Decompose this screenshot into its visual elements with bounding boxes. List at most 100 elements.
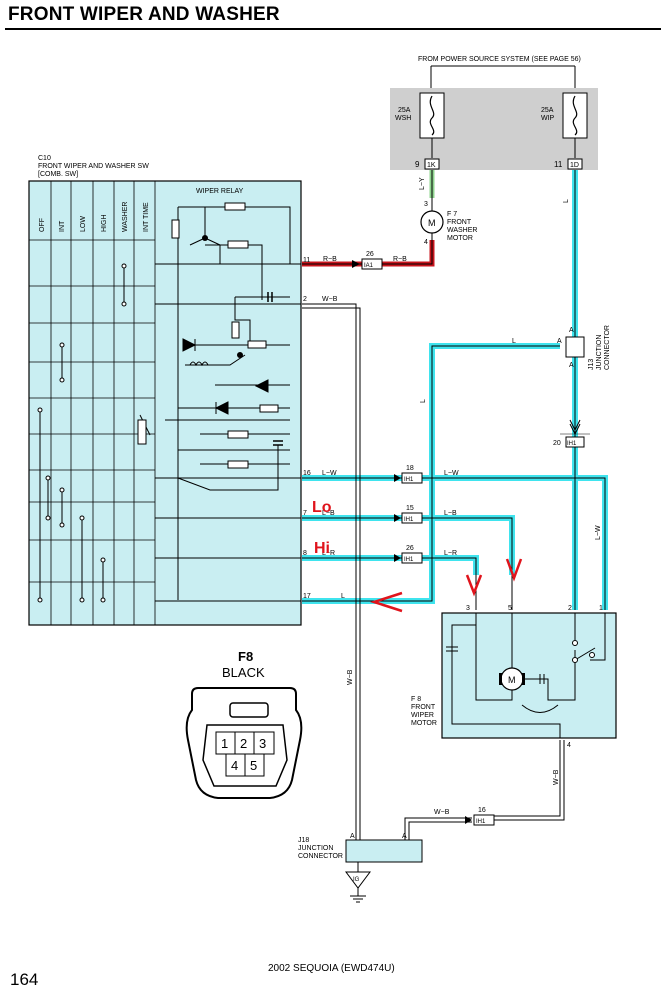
ih1-pin-18: 18: [406, 465, 414, 472]
wiper-motor-pin-3: 3: [466, 605, 470, 612]
wire-label-l-17: L: [341, 593, 345, 600]
j13-code: J13: [588, 359, 595, 370]
switch-name: FRONT WIPER AND WASHER SW: [38, 163, 149, 170]
j13-pin-top: A: [569, 327, 574, 334]
connector-latch: [229, 702, 269, 718]
relay-diode-2-icon: [214, 401, 229, 415]
switch-contact-points: [37, 263, 127, 603]
wiper-relay-label: WIPER RELAY: [196, 188, 244, 195]
ih1-pin-26: 26: [406, 545, 414, 552]
wiper-motor-pin-ground: 4: [567, 742, 571, 749]
ih1-pin-16: 16: [478, 807, 486, 814]
washer-motor-pin-bottom: 4: [424, 239, 428, 246]
ia1-pin: 26: [366, 251, 374, 258]
arrow-hi-icon: [465, 574, 483, 597]
washer-motor-code: F 7: [447, 211, 457, 218]
wiper-motor-line3: MOTOR: [411, 720, 437, 727]
switch-pin-7: 7: [303, 510, 307, 517]
j18-pin-1: A: [350, 833, 355, 840]
j18-line2: CONNECTOR: [298, 853, 343, 860]
switch-col-low: LOW: [80, 216, 87, 232]
wiper-motor-line1: FRONT: [411, 704, 436, 711]
switch-pin-16: 16: [303, 470, 311, 477]
relay-diode-3-icon: [254, 379, 269, 393]
connector-pin-5: 5: [250, 758, 257, 773]
switch-code: C10: [38, 155, 51, 162]
switch-col-off: OFF: [39, 218, 46, 232]
j18-line1: JUNCTION: [298, 845, 333, 852]
wire-label-l-main: L: [512, 338, 516, 345]
washer-motor-line2: WASHER: [447, 227, 477, 234]
wiper-motor-line2: WIPER: [411, 712, 434, 719]
j13-pin-bottom: A: [569, 362, 574, 369]
switch-col-high: HIGH: [101, 215, 108, 233]
fuse-wsh-pin: 9: [415, 160, 420, 169]
wiper-motor-pin-2: 2: [568, 605, 572, 612]
connector-pin-2: 2: [240, 736, 247, 751]
relay-coil-icon: [189, 361, 209, 367]
fuse-wip-name: WIP: [541, 115, 555, 122]
switch-pin-17: 17: [303, 593, 311, 600]
fuse-wsh-connector: 1K: [427, 162, 436, 169]
wire-label-wb-vertical: W−B: [347, 669, 354, 685]
switch-grid: [29, 181, 156, 625]
ih1-pin-20: 20: [553, 440, 561, 447]
wire-label-lr2: L−R: [444, 550, 457, 557]
washer-motor-line1: FRONT: [447, 219, 472, 226]
wire-label-lw2: L−W: [444, 470, 459, 477]
ih1-label-16: IH1: [476, 819, 486, 825]
ih1-label-15: IH1: [404, 517, 414, 523]
connector-view-title: F8: [238, 649, 253, 664]
j18-connector: [345, 839, 423, 863]
wire-label-rb1: R−B: [323, 256, 337, 263]
wire-label-wb-motor: W−B: [553, 769, 560, 785]
fuse-wip-element-icon: [572, 95, 578, 136]
wiper-motor-box: [441, 612, 617, 739]
ih1-label-20: IH1: [567, 441, 577, 447]
relay-resistors: [137, 202, 279, 469]
arrow-17-icon: [369, 591, 403, 613]
fuse-wip-pin: 11: [554, 160, 563, 169]
wire-label-lr1: L−R: [322, 550, 335, 557]
fuse-wip-rating: 25A: [541, 107, 554, 114]
washer-motor-pin-top: 3: [424, 201, 428, 208]
ground-icon: [345, 871, 371, 889]
ia1-label: IA1: [364, 263, 374, 269]
switch-pin-11: 11: [303, 257, 310, 264]
ih1-label-18: IH1: [404, 477, 414, 483]
j13-pin-left: A: [557, 338, 562, 345]
switch-col-washer: WASHER: [122, 202, 129, 232]
switch-pin-8: 8: [303, 550, 307, 557]
wire-label-lb1: L−B: [322, 510, 335, 517]
j13-line2: JUNCTION: [596, 335, 603, 370]
wiper-motor-symbol: M: [508, 675, 516, 685]
washer-motor-symbol: M: [428, 218, 436, 228]
j13-connector: [565, 336, 585, 358]
wire-label-l-top: L: [563, 199, 570, 203]
wire-label-l-vert: L: [420, 399, 427, 403]
fuse-wsh-element-icon: [429, 95, 435, 136]
wire-label-wb-bottom: W−B: [434, 809, 450, 816]
switch-sub: [COMB. SW]: [38, 171, 78, 178]
footer-model: 2002 SEQUOIA (EWD474U): [268, 963, 395, 974]
annotation-hi: Hi: [314, 540, 330, 557]
connector-view-color: BLACK: [222, 665, 265, 680]
j13-line3: CONNECTOR: [604, 325, 611, 370]
fuse-wip: [562, 92, 588, 139]
title-rule: [5, 28, 661, 30]
ih1-label-26: IH1: [404, 557, 414, 563]
fuse-wsh-rating: 25A: [398, 107, 411, 114]
annotation-lo: Lo: [312, 499, 332, 516]
switch-contacts: [39, 266, 125, 600]
page-title: FRONT WIPER AND WASHER: [8, 4, 280, 25]
fuse-wsh: [419, 92, 445, 139]
wire-label-lw1: L−W: [322, 470, 337, 477]
wire-label-wb: W−B: [322, 296, 338, 303]
fuse-wip-connector: 1D: [570, 162, 579, 169]
washer-motor-line3: MOTOR: [447, 235, 473, 242]
j18-code: J18: [298, 837, 309, 844]
switch-col-int-time: INT TIME: [143, 202, 150, 232]
switch-col-int: INT: [59, 220, 66, 232]
